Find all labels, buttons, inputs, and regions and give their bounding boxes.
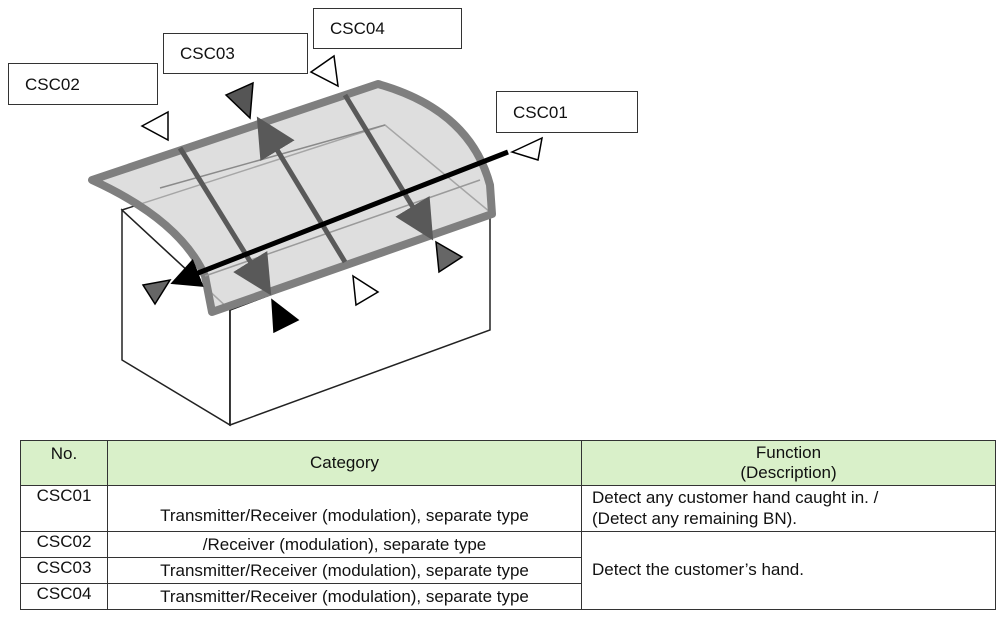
header-function: Function (Description) xyxy=(581,440,996,486)
row-function-line2: (Detect any remaining BN). xyxy=(592,508,798,528)
row-no: CSC04 xyxy=(20,583,108,610)
row-no: CSC03 xyxy=(20,557,108,584)
label-csc04-text: CSC04 xyxy=(330,19,385,38)
beam-csc02 xyxy=(177,146,272,296)
sensor-diagram xyxy=(88,54,543,427)
csc01-receiver-marker xyxy=(141,278,172,306)
label-csc03: CSC03 xyxy=(163,33,308,74)
csc03-lower-marker xyxy=(352,274,380,307)
sensor-markers xyxy=(140,54,543,334)
beam-csc04 xyxy=(342,93,434,241)
label-csc01: CSC01 xyxy=(496,91,638,133)
csc02-upper-marker xyxy=(140,110,169,142)
row-no: CSC02 xyxy=(20,531,108,558)
table-row: CSC02 /Receiver (modulation), separate t… xyxy=(20,531,996,610)
sensor-table: No. Category Function (Description) CSC0… xyxy=(20,440,996,610)
label-csc02-text: CSC02 xyxy=(25,74,80,94)
csc02-lower-marker xyxy=(271,298,300,334)
csc04-lower-marker xyxy=(435,240,464,274)
beam-csc01 xyxy=(170,149,509,287)
beam-csc03 xyxy=(256,116,348,264)
header-function-line1: Function xyxy=(755,443,822,463)
label-csc02: CSC02 xyxy=(8,63,158,105)
label-csc03-text: CSC03 xyxy=(180,44,235,63)
header-function-line2: (Description) xyxy=(740,463,837,482)
table-row: CSC01 Transmitter/Receiver (modulation),… xyxy=(20,485,996,532)
header-no: No. xyxy=(20,440,108,486)
table-row: CSC04 Transmitter/Receiver (modulation),… xyxy=(20,583,996,610)
sensor-beams xyxy=(170,93,509,296)
csc01-transmitter-marker xyxy=(509,136,543,161)
csc04-upper-marker xyxy=(309,54,339,88)
row-function: Detect any customer hand caught in. / (D… xyxy=(581,485,996,532)
label-csc04: CSC04 xyxy=(313,8,462,49)
row-category: Transmitter/Receiver (modulation), separ… xyxy=(107,583,582,610)
row-no: CSC01 xyxy=(20,485,108,532)
row-category: Transmitter/Receiver (modulation), separ… xyxy=(107,485,582,532)
shared-function-cell: Detect the customer’s hand. xyxy=(581,531,996,610)
row-category: Transmitter/Receiver (modulation), separ… xyxy=(107,557,582,584)
row-category: /Receiver (modulation), separate type xyxy=(107,531,582,558)
header-category: Category xyxy=(107,440,582,486)
label-csc01-text: CSC01 xyxy=(513,102,568,122)
csc03-upper-marker xyxy=(224,81,254,120)
table-header-row: No. Category Function (Description) xyxy=(20,440,996,486)
row-function-line1: Detect any customer hand caught in. / xyxy=(592,488,879,508)
